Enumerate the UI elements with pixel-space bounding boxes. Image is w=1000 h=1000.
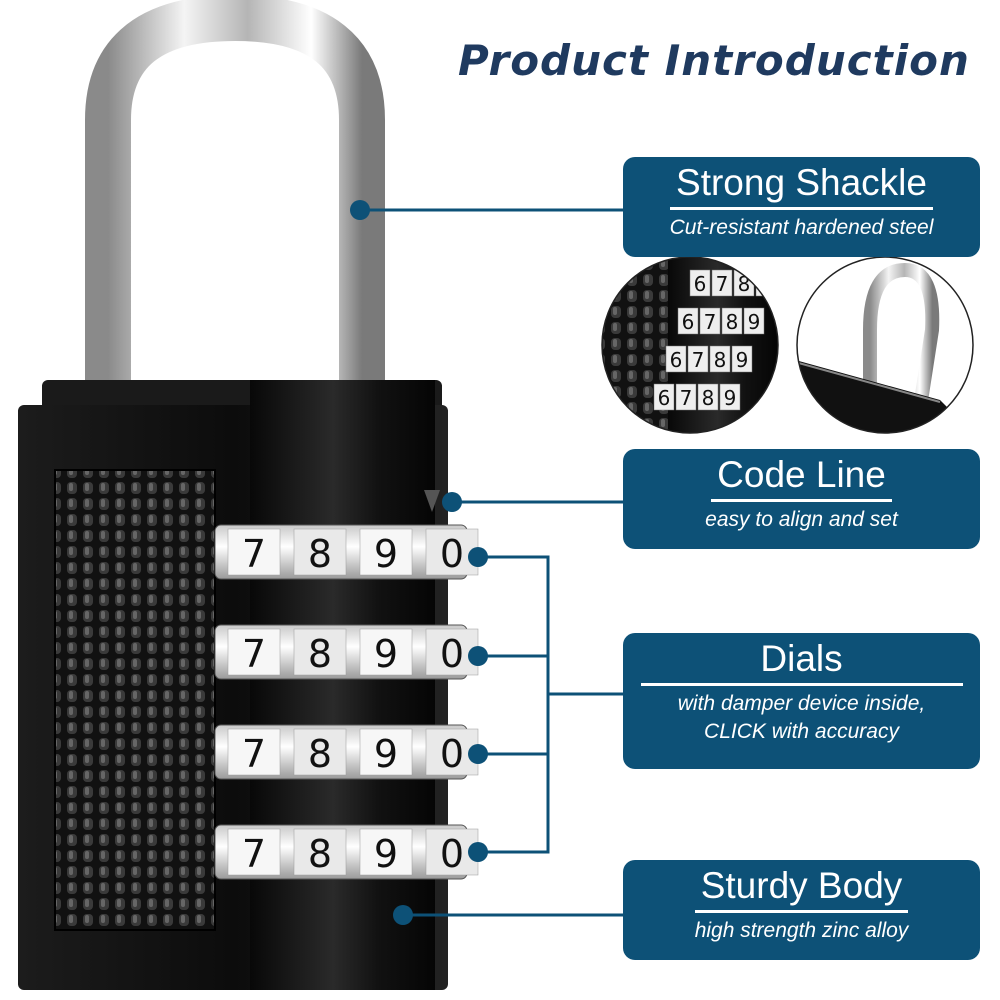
detail-shackle-image [796,256,974,434]
dial-digit: 0 [440,532,464,576]
dial-digit: 9 [374,732,398,776]
code-line-marker [424,490,440,512]
dial-digit: 8 [308,732,332,776]
feature-heading: Code Line [711,455,892,502]
feature-subtitle: with damper device inside, [677,692,926,715]
grip-texture [54,469,216,931]
detail-dial-digit: 7 [716,272,729,296]
shackle [85,0,385,395]
dial-digit: 9 [374,832,398,876]
detail-dial-digit: 9 [724,386,737,410]
dial-digit: 7 [242,532,266,576]
detail-dial-digit: 9 [748,310,761,334]
feature-subtitle: high strength zinc alloy [694,919,909,942]
feature-heading: Sturdy Body [694,866,909,913]
dial-digit: 0 [440,832,464,876]
feature-card-strong-shackle: Strong Shackle Cut-resistant hardened st… [623,157,980,257]
dial-digit: 8 [308,532,332,576]
dial-digit: 9 [374,632,398,676]
feature-heading: Strong Shackle [670,163,933,210]
feature-card-code-line: Code Line easy to align and set [623,449,980,549]
detail-dial-digit: 8 [702,386,715,410]
detail-dial-digit: 9 [760,272,773,296]
detail-dial-digit: 7 [680,386,693,410]
detail-dial-digit: 6 [658,386,671,410]
dial-digit: 8 [308,832,332,876]
detail-dial-digit: 6 [670,348,683,372]
feature-subtitle-2: CLICK with accuracy [704,720,899,743]
dial-digit: 7 [242,632,266,676]
dial-digit: 0 [440,732,464,776]
feature-card-dials: Dials with damper device inside, CLICK w… [623,633,980,769]
dial-digit: 8 [308,632,332,676]
detail-dial-digit: 8 [714,348,727,372]
detail-dial-digit: 7 [704,310,717,334]
detail-dial-digit: 9 [736,348,749,372]
detail-dial-digit: 8 [726,310,739,334]
dial-digit: 9 [374,532,398,576]
feature-card-sturdy-body: Sturdy Body high strength zinc alloy [623,860,980,960]
dial-digit: 7 [242,732,266,776]
connector-lines [360,208,625,917]
detail-dial-digit: 7 [692,348,705,372]
detail-dial-digit: 6 [694,272,707,296]
feature-subtitle: Cut-resistant hardened steel [669,216,934,239]
page-title: Product Introduction [458,36,970,85]
feature-subtitle: easy to align and set [705,508,898,531]
dial-digit: 0 [440,632,464,676]
feature-heading: Dials [640,639,963,686]
detail-dial-digit: 6 [682,310,695,334]
dial-cylinder [250,380,435,990]
connector-dots [350,200,488,925]
dial-digit: 7 [242,832,266,876]
